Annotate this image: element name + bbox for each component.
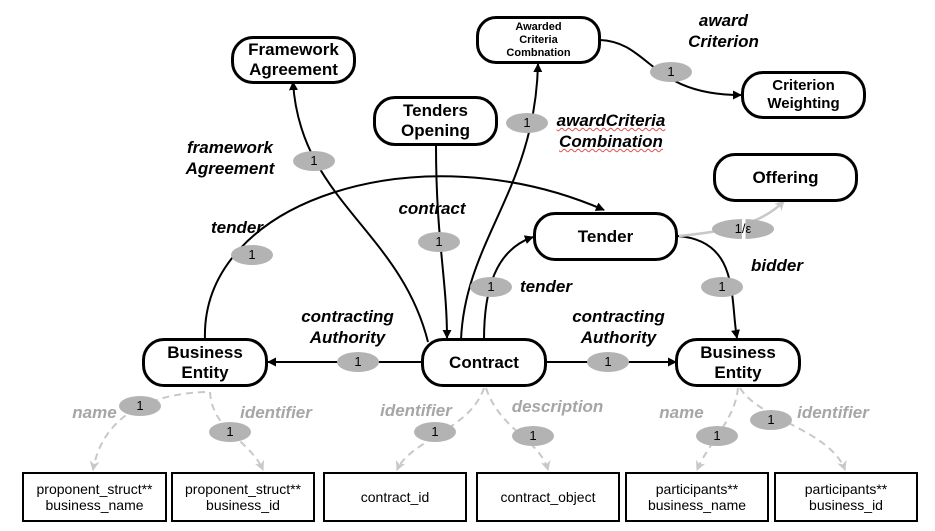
label-contracting-authority-left: contracting Authority bbox=[301, 307, 394, 347]
tender-node[interactable]: Tender bbox=[533, 212, 678, 261]
cardinality-name-left: 1 bbox=[119, 396, 161, 416]
edge-tender-mid bbox=[483, 235, 534, 341]
edge-name-left bbox=[89, 391, 206, 471]
contract-node[interactable]: Contract bbox=[421, 338, 547, 387]
label-tender-mid: tender bbox=[520, 277, 572, 296]
cardinality-identifier-right: 1 bbox=[750, 410, 792, 430]
cardinality-award-criteria-combination: 1 bbox=[506, 113, 548, 133]
cardinality-identifier-left: 1 bbox=[209, 422, 251, 442]
edge-description bbox=[485, 387, 551, 471]
label-identifier-left: identifier bbox=[240, 403, 312, 422]
tenders-opening-node[interactable]: Tenders Opening bbox=[373, 96, 498, 146]
proponent-business-id-box[interactable]: proponent_struct** business_id bbox=[171, 472, 315, 522]
edge-award-criteria-combination bbox=[460, 63, 543, 341]
cardinality-offering: 1/ε bbox=[712, 219, 774, 239]
edge-framework-agreement bbox=[288, 81, 429, 343]
label-identifier-right: identifier bbox=[797, 403, 869, 422]
cardinality-tender-left: 1 bbox=[231, 245, 273, 265]
cardinality-description: 1 bbox=[512, 426, 554, 446]
business-entity-left-node[interactable]: Business Entity bbox=[142, 338, 268, 387]
contract-object-box[interactable]: contract_object bbox=[476, 472, 620, 522]
label-award-criterion: award Criterion bbox=[688, 11, 759, 51]
label-award-criteria-combination: awardCriteria Combination bbox=[550, 110, 672, 152]
cardinality-contract: 1 bbox=[418, 232, 460, 252]
cardinality-tender-mid: 1 bbox=[470, 277, 512, 297]
label-award-criteria-combination-text: awardCriteria Combination bbox=[556, 111, 666, 151]
cardinality-contracting-authority-left: 1 bbox=[337, 352, 379, 372]
awarded-criteria-combination-text: Awarded Criteria Combnation bbox=[506, 20, 571, 59]
label-description: description bbox=[511, 397, 604, 416]
label-tender-left: tender bbox=[211, 218, 263, 237]
edge-tender-left bbox=[203, 175, 605, 341]
label-contracting-authority-right: contracting Authority bbox=[572, 307, 665, 347]
participants-business-name-box[interactable]: participants** business_name bbox=[625, 472, 769, 522]
edge-identifier-right bbox=[739, 387, 847, 471]
participants-business-id-box[interactable]: participants** business_id bbox=[774, 472, 918, 522]
proponent-business-name-box[interactable]: proponent_struct** business_name bbox=[22, 472, 167, 522]
label-contract: contract bbox=[398, 199, 466, 218]
cardinality-framework-agreement: 1 bbox=[293, 151, 335, 171]
label-name-right: name bbox=[659, 403, 704, 422]
cardinality-bidder: 1 bbox=[701, 277, 743, 297]
business-entity-right-node[interactable]: Business Entity bbox=[675, 338, 801, 387]
cardinality-award-criterion: 1 bbox=[650, 62, 692, 82]
offering-node[interactable]: Offering bbox=[713, 153, 858, 202]
cardinality-name-right: 1 bbox=[696, 426, 738, 446]
edge-bidder bbox=[676, 235, 740, 339]
label-name-left: name bbox=[72, 403, 117, 422]
contract-id-box[interactable]: contract_id bbox=[323, 472, 467, 522]
label-identifier-mid: identifier bbox=[380, 401, 452, 420]
cardinality-contracting-authority-right: 1 bbox=[587, 352, 629, 372]
cardinality-identifier-mid: 1 bbox=[414, 422, 456, 442]
awarded-criteria-combination-node[interactable]: Awarded Criteria Combnation bbox=[476, 16, 601, 64]
edge-contract bbox=[435, 144, 452, 339]
criterion-weighting-node[interactable]: Criterion Weighting bbox=[741, 71, 866, 119]
framework-agreement-node[interactable]: Framework Agreement bbox=[231, 36, 356, 84]
label-framework-agreement: framework Agreement bbox=[185, 138, 275, 178]
label-bidder: bidder bbox=[751, 256, 803, 275]
